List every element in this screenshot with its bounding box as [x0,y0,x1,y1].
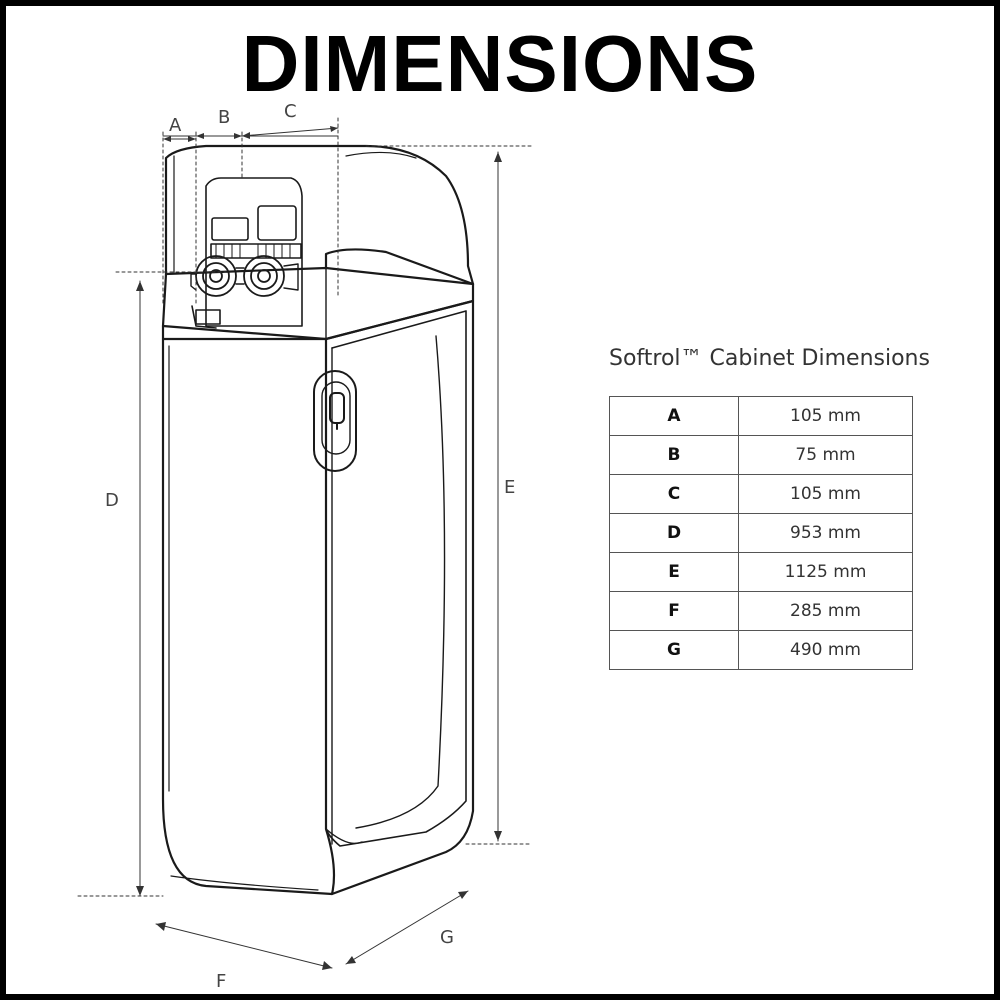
table-title: Softrol™ Cabinet Dimensions [609,346,930,371]
row-key: A [609,396,739,436]
dimension-arrows [136,126,502,970]
row-value: 105 mm [738,396,913,436]
row-value: 1125 mm [738,552,913,592]
row-value: 285 mm [738,591,913,631]
table-row: E 1125 mm [609,552,913,592]
row-key: E [609,552,739,592]
port-right [243,255,285,297]
row-key: B [609,435,739,475]
lid-handle [313,370,357,472]
table-row: A 105 mm [609,396,913,436]
cabinet-drawing: A B C D E F G [77,101,532,992]
row-value: 105 mm [738,474,913,514]
row-key: G [609,630,739,670]
port-left [195,255,237,297]
table-row: F 285 mm [609,591,913,631]
label-c: C [284,101,297,122]
cabinet-body [161,299,475,896]
dimensions-table: A 105 mm B 75 mm C 105 mm D 953 mm E 112… [609,396,913,670]
label-b: B [218,107,230,128]
row-key: D [609,513,739,553]
page-title: DIMENSIONS [241,19,759,108]
table-row: B 75 mm [609,435,913,475]
cabinet-top [161,144,475,341]
row-value: 490 mm [738,630,913,670]
row-value: 953 mm [738,513,913,553]
row-key: F [609,591,739,631]
label-g: G [440,927,454,948]
row-value: 75 mm [738,435,913,475]
label-d: D [105,490,119,511]
label-f: F [216,971,226,992]
dimension-lines [77,117,532,969]
label-e: E [504,477,515,498]
control-valve [191,177,303,329]
table-row: C 105 mm [609,474,913,514]
table-row: D 953 mm [609,513,913,553]
table-row: G 490 mm [609,630,913,670]
row-key: C [609,474,739,514]
label-a: A [169,115,182,136]
